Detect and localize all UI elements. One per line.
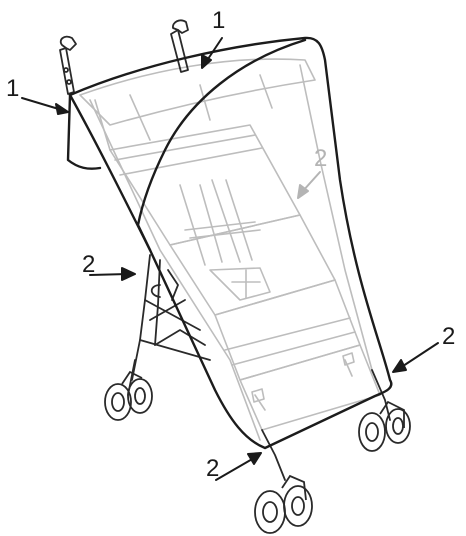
arrow-c5 <box>392 342 439 373</box>
rear-right-wheel <box>358 400 411 452</box>
callout-arrows <box>21 37 439 481</box>
rain-cover-hood-flap <box>66 93 102 170</box>
rain-cover-seam <box>136 38 307 252</box>
callout-label-c5: 2 <box>442 323 455 350</box>
arrow-c2 <box>201 37 223 69</box>
stroller-chassis <box>59 19 391 481</box>
rain-cover-outline <box>68 36 393 450</box>
right-handle <box>172 19 189 34</box>
arrow-c6 <box>215 452 262 481</box>
front-bottom-wheel <box>254 474 313 534</box>
arrow-c3 <box>297 171 321 199</box>
rain-cover <box>66 36 393 450</box>
callout-labels: 1 1 2 2 2 2 <box>6 7 455 482</box>
left-handle <box>59 35 77 51</box>
arrow-c4 <box>89 267 136 281</box>
stroller-frame-light <box>79 58 381 441</box>
wheels <box>104 370 411 534</box>
callout-label-c6: 2 <box>206 455 219 482</box>
callout-label-c2: 1 <box>212 7 225 34</box>
callout-label-c4: 2 <box>82 251 95 278</box>
front-left-wheel <box>104 370 153 421</box>
callout-label-c1: 1 <box>6 75 19 102</box>
callout-label-c3: 2 <box>314 145 327 172</box>
arrow-c1 <box>21 97 69 115</box>
